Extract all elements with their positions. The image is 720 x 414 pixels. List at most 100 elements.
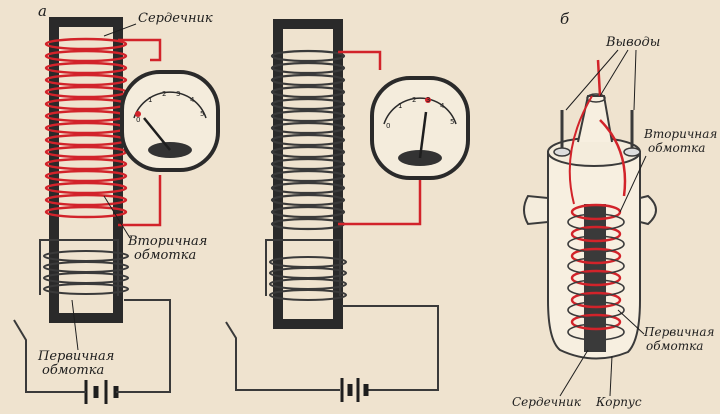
meter-scale-3-left: 3 [176, 90, 180, 98]
winding-turn [570, 269, 622, 287]
secondary-coil-turn [270, 121, 346, 135]
secondary-winding-middle [270, 49, 346, 231]
primary-coil-turn [269, 289, 347, 301]
meter-scale-2-middle: 2 [412, 96, 416, 104]
secondary-coil-turn [270, 205, 346, 219]
case-label-b: Корпус [595, 395, 642, 409]
secondary-coil-turn [44, 169, 128, 183]
secondary-coil-turn [270, 133, 346, 147]
secondary-lead-top-middle [338, 50, 382, 70]
secondary-lead-b [596, 59, 627, 197]
secondary-coil-turn [270, 109, 346, 123]
meter-scale-4-left: 4 [190, 96, 195, 104]
center-terminal-ring [586, 93, 606, 103]
meter-scale-3-middle: 3 [426, 96, 430, 104]
secondary-lead-b-2 [568, 95, 593, 205]
bracket-right [639, 194, 657, 226]
meter-body-left [120, 70, 220, 172]
meter-scale-1-middle: 1 [398, 102, 402, 110]
meter-scale-5-left: 5 [200, 110, 204, 118]
primary-label-a-line2: обмотка [42, 363, 104, 378]
winding-turn-outer [567, 213, 625, 231]
terminal-left-base [553, 147, 571, 157]
primary-winding-middle [269, 256, 347, 301]
secondary-coil-turn [44, 205, 128, 219]
meter-scale-4-middle: 4 [440, 102, 445, 110]
primary-wire-top-left [39, 239, 119, 296]
meter-scale-1-left: 1 [148, 96, 152, 104]
secondary-lead-bottom-left [118, 175, 162, 227]
primary-leader-a [71, 299, 79, 351]
panel-letter-a: а [38, 2, 47, 20]
secondary-coil-turn [44, 73, 128, 87]
secondary-coil-turn [270, 61, 346, 75]
battery-left [80, 380, 128, 404]
primary-label-a-line1: Первичная [37, 349, 114, 364]
secondary-coil-turn [270, 157, 346, 171]
meter-body-middle [370, 76, 470, 180]
secondary-coil-turn [270, 97, 346, 111]
meter-scale-0-middle: 0 [386, 122, 390, 130]
secondary-coil-turn [270, 193, 346, 207]
primary-label-b-line1: Первичная [643, 325, 714, 339]
winding-turn-outer [567, 257, 625, 275]
secondary-leader-a [103, 195, 131, 239]
secondary-coil-turn [44, 181, 128, 195]
secondary-coil-turn [270, 145, 346, 159]
secondary-label-a-line2: обмотка [134, 248, 196, 263]
secondary-coil-turn [270, 85, 346, 99]
primary-leader-b [617, 309, 645, 335]
meter-scale-arc-middle [383, 97, 457, 125]
meter-scale-arc-left [133, 91, 207, 119]
secondary-coil-turn [270, 169, 346, 183]
winding-turn [570, 225, 622, 243]
terminals-label: Выводы [605, 35, 660, 50]
core-frame-left [49, 17, 123, 323]
terminals-leaders [565, 49, 637, 111]
primary-coil-turn [43, 283, 129, 295]
switch-left [13, 319, 80, 393]
winding-turn-outer [567, 301, 625, 319]
terminal-right-base [623, 147, 641, 157]
bracket-left [523, 194, 549, 226]
galvanometer-left: 0 1 2 3 4 5 [120, 70, 220, 172]
meter-scale-5-middle: 5 [450, 118, 454, 126]
secondary-coil-turn [270, 49, 346, 63]
winding-turn-outer [567, 279, 625, 297]
insulator-cap [577, 95, 613, 143]
diagram-a-middle: 0 1 2 3 4 5 [225, 19, 470, 402]
core-leader-b [559, 349, 589, 397]
diagram-b-coil: б Выводы Вторичная обмотка Первичная обм… [512, 10, 717, 409]
battery-middle [340, 378, 369, 402]
winding-turn [570, 291, 622, 309]
secondary-label-b-line1: Вторичная [643, 127, 717, 141]
primary-wire-return-left [124, 299, 171, 393]
switch-middle [225, 321, 340, 391]
secondary-leader-b [619, 155, 647, 213]
panel-letter-b: б [560, 10, 570, 28]
secondary-label-b-line2: обмотка [648, 141, 705, 155]
case-leader-b [609, 355, 613, 397]
winding-turn-outer [567, 235, 625, 253]
secondary-lead-bottom-middle [338, 180, 422, 226]
meter-mark-middle [425, 97, 431, 103]
secondary-coil-turn [44, 37, 128, 51]
meter-needle-middle [418, 111, 428, 159]
core-leader-a [103, 23, 137, 37]
primary-wire-top-middle [265, 239, 341, 296]
winding-turn [570, 247, 622, 265]
galvanometer-middle: 0 1 2 3 4 5 [370, 76, 470, 180]
secondary-label-a-line1: Вторичная [127, 234, 207, 249]
secondary-coil-turn [44, 193, 128, 207]
secondary-coil-turn [44, 157, 128, 171]
meter-scale-2-left: 2 [162, 90, 166, 98]
meter-scale-0-left: 0 [136, 116, 140, 124]
diagram-a-left: 0 1 2 3 4 5 а Сердечник Вторичная обмотк… [13, 2, 220, 404]
core-label-a: Сердечник [138, 11, 213, 26]
secondary-lead-top-left [118, 38, 162, 62]
secondary-coil-turn [270, 73, 346, 87]
primary-wire-return-middle [342, 305, 439, 391]
secondary-coil-turn [270, 181, 346, 195]
